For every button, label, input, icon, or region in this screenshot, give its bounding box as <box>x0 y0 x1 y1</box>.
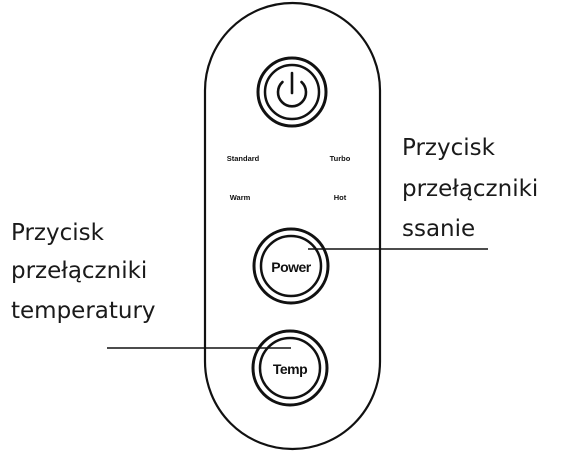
on-off-button[interactable] <box>256 56 328 128</box>
callout-temperature-line3: temperatury <box>11 298 156 324</box>
temp-button-label: Temp <box>273 361 307 377</box>
callout-temperature: Przycisk przełączniki temperatury <box>11 220 156 324</box>
indicator-turbo: Turbo <box>330 154 351 163</box>
indicator-standard: Standard <box>227 154 260 163</box>
temp-button[interactable]: Temp <box>251 329 329 407</box>
callout-suction-line2: przełączniki <box>402 176 538 202</box>
remote-body <box>203 1 382 451</box>
callout-temperature-line2: przełączniki <box>11 258 147 284</box>
indicator-hot: Hot <box>334 193 347 202</box>
indicator-warm: Warm <box>230 193 251 202</box>
callout-suction-line1: Przycisk <box>402 135 496 161</box>
power-button-label: Power <box>271 259 312 275</box>
power-button[interactable]: Power <box>252 227 330 305</box>
callout-temperature-line1: Przycisk <box>11 220 105 246</box>
callout-suction-line3: ssanie <box>402 216 475 242</box>
power-symbol-icon <box>276 71 308 108</box>
callout-suction: Przycisk przełączniki ssanie <box>402 135 538 242</box>
